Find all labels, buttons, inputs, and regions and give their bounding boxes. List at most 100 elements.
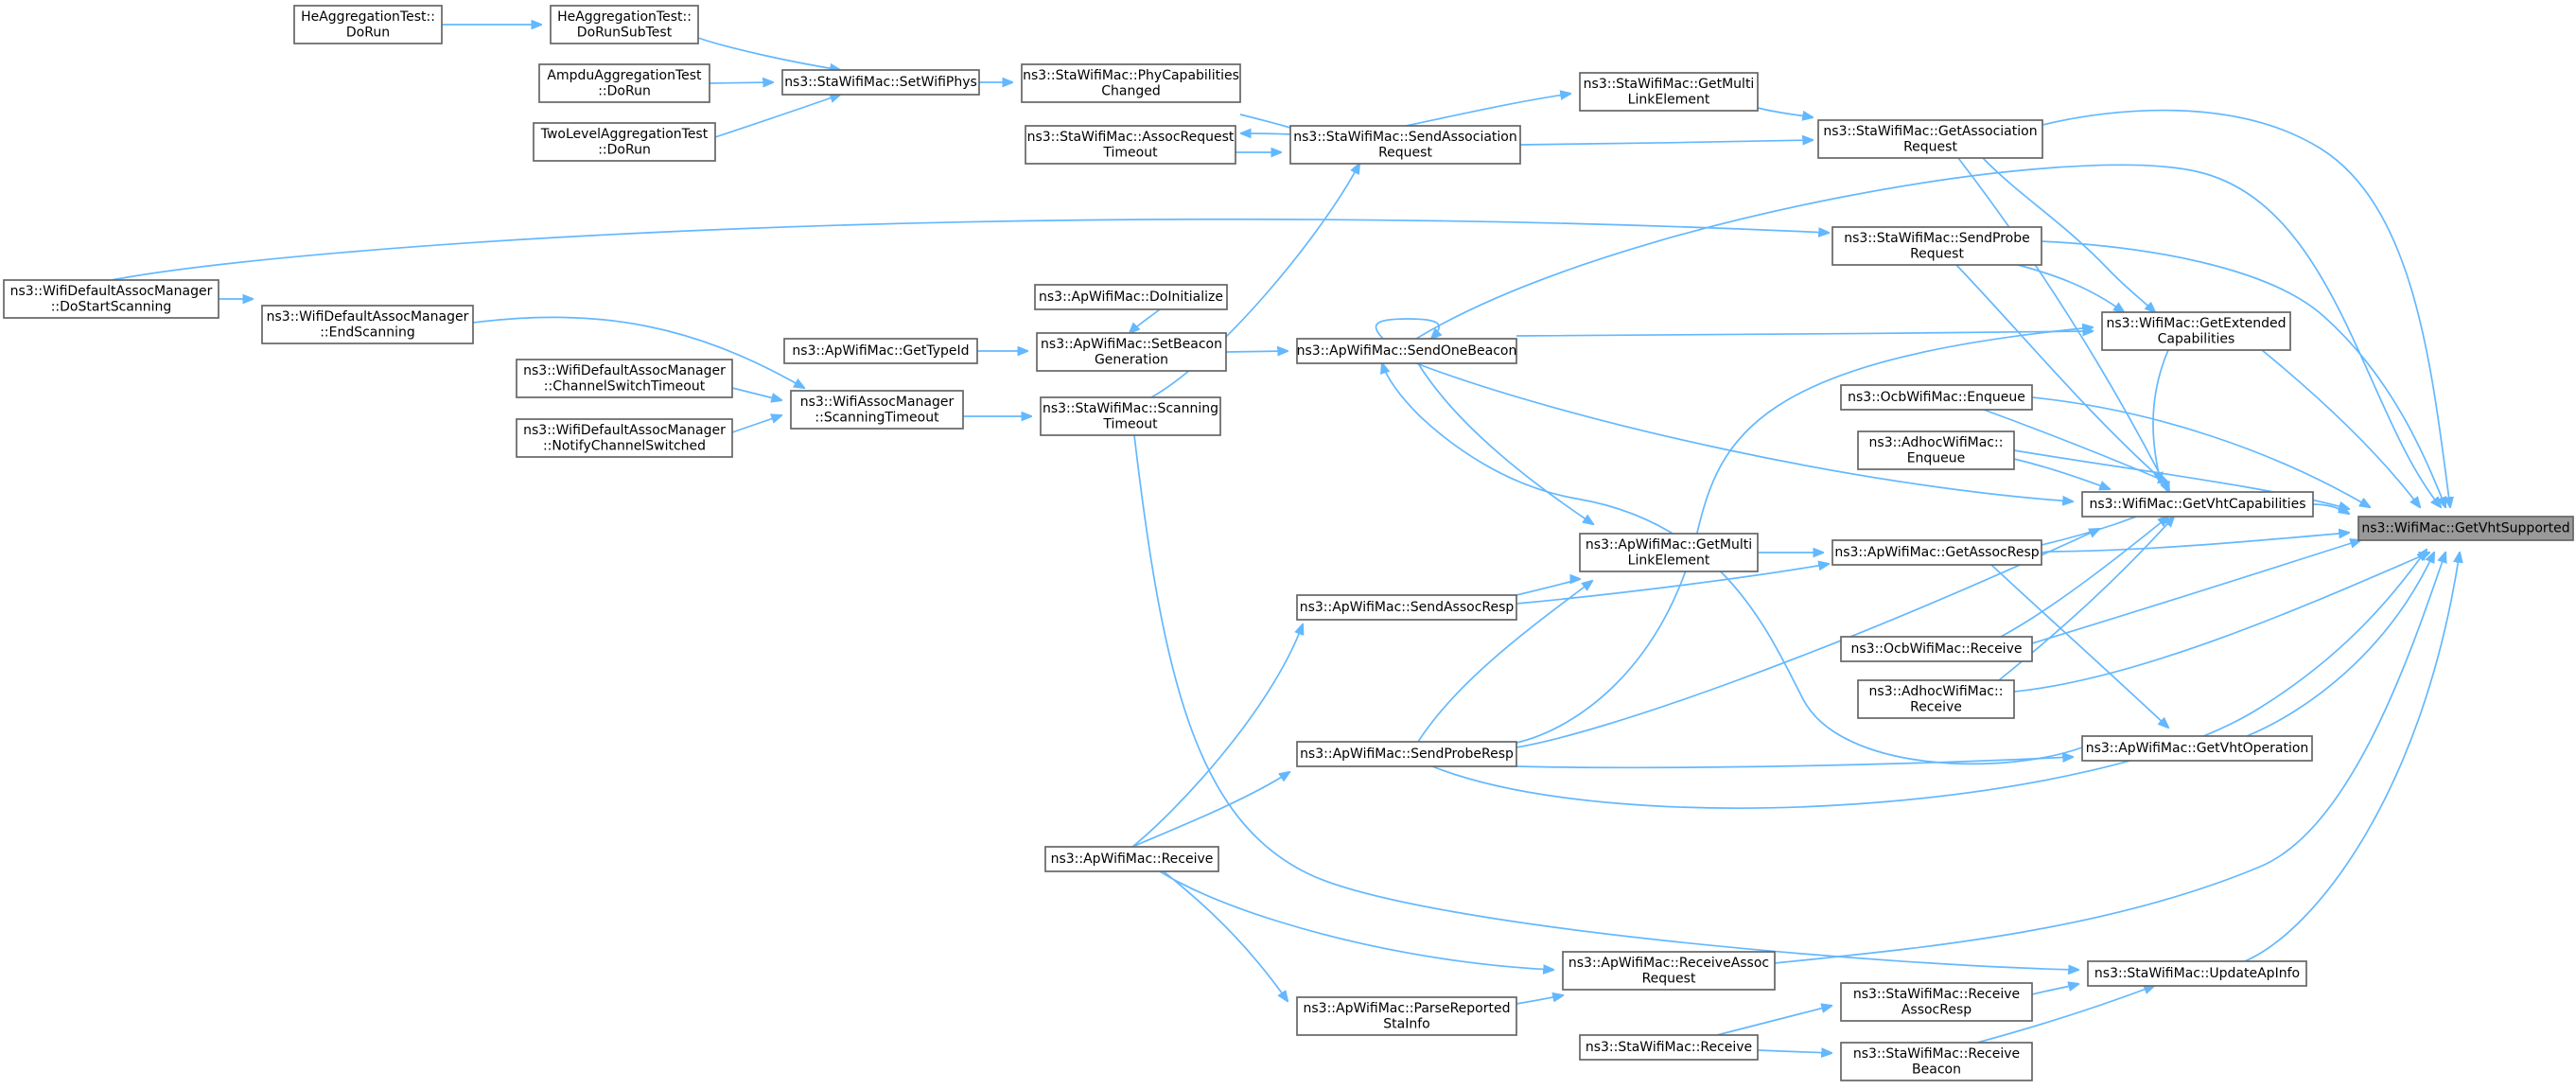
edge-line	[2042, 109, 2450, 507]
node-box	[781, 69, 980, 96]
edge-line	[2041, 533, 2349, 553]
node-apwifimac-gettypeid[interactable]: ns3::ApWifiMac::GetTypeId	[783, 338, 978, 364]
node-label: Request	[1903, 139, 1957, 154]
node-label: Enqueue	[1907, 450, 1966, 465]
edge-n9-to-n2	[1417, 581, 1592, 743]
node-label: ns3::WifiMac::GetVhtCapabilities	[2089, 497, 2305, 512]
node-box	[1840, 982, 2033, 1022]
edge-n38-to-n0	[2031, 540, 2360, 644]
node-twolevelaggregationtest-dorun[interactable]: TwoLevelAggregationTest::DoRun	[533, 122, 716, 162]
node-label: ns3::ApWifiMac::SendAssocResp	[1300, 600, 1515, 615]
node-label: ns3::StaWifiMac::AssocRequest	[1027, 130, 1235, 145]
edge-n34-to-n35	[2152, 349, 2169, 483]
edge-n5-to-n0	[1415, 164, 2441, 507]
node-label: ns3::ApWifiMac::GetAssocResp	[1834, 545, 2039, 560]
edge-n39-to-n0	[2013, 553, 2429, 693]
edge-line	[1417, 581, 1592, 743]
edge-line	[2244, 553, 2460, 962]
node-label: ns3::AdhocWifiMac::	[1869, 435, 2004, 450]
node-wifimac-getvhtcapabilities[interactable]: ns3::WifiMac::GetVhtCapabilities	[2081, 491, 2314, 518]
edge-n6-to-n5	[1225, 351, 1288, 352]
edge-line	[1133, 434, 2078, 970]
node-apwifimac-sendproberesp[interactable]: ns3::ApWifiMac::SendProbeResp	[1296, 741, 1517, 767]
node-apwifimac-getassocresp[interactable]: ns3::ApWifiMac::GetAssocResp	[1831, 539, 2042, 566]
node-box	[783, 338, 978, 364]
node-label: ::DoRun	[598, 83, 651, 98]
node-label: ns3::OcbWifiMac::Enqueue	[1848, 390, 2025, 405]
edge-n28-to-n0	[2040, 240, 2445, 507]
node-box	[538, 63, 710, 103]
node-label: ns3::AdhocWifiMac::	[1869, 684, 2004, 699]
node-stawifimac-updateapinfo[interactable]: ns3::StaWifiMac::UpdateApInfo	[2087, 960, 2307, 987]
edge-line	[2246, 553, 2434, 737]
edge-line	[1519, 140, 1813, 145]
node-box	[790, 390, 964, 430]
edge-n4-to-n3	[1131, 624, 1303, 848]
node-apwifimac-doinitialize[interactable]: ns3::ApWifiMac::DoInitialize	[1034, 284, 1228, 310]
node-label: ns3::StaWifiMac::SendAssociation	[1293, 130, 1516, 145]
node-box	[1579, 72, 1759, 112]
node-box	[1840, 636, 2033, 662]
node-wifimac-getvhtsupported[interactable]: ns3::WifiMac::GetVhtSupported	[2357, 516, 2574, 541]
node-wifidefaultassocmanager-notifychannelswitched[interactable]: ns3::WifiDefaultAssocManager::NotifyChan…	[516, 418, 733, 458]
node-adhocwifimac-receive[interactable]: ns3::AdhocWifiMac::Receive	[1857, 679, 2015, 719]
edge-line	[1516, 327, 2093, 744]
node-stawifimac-scanningtimeout[interactable]: ns3::StaWifiMac::ScanningTimeout	[1040, 396, 1221, 436]
edge-n18-to-n17	[697, 37, 840, 70]
node-ampduaggregationtest-dorun[interactable]: AmpduAggregationTest::DoRun	[538, 63, 710, 103]
node-ocbwifimac-receive[interactable]: ns3::OcbWifiMac::Receive	[1840, 636, 2033, 662]
node-wifidefaultassocmanager-dostartscanning[interactable]: ns3::WifiDefaultAssocManager::DoStartSca…	[3, 279, 219, 319]
edge-n4-to-n9	[1131, 772, 1289, 848]
node-apwifimac-sendonebeacon[interactable]: ns3::ApWifiMac::SendOneBeacon	[1296, 338, 1517, 364]
node-adhocwifimac-enqueue[interactable]: ns3::AdhocWifiMac::Enqueue	[1857, 430, 2015, 470]
node-label: LinkElement	[1628, 553, 1710, 568]
edge-n22-to-n14	[1150, 164, 1359, 398]
edge-n14-to-n15	[1241, 133, 1291, 134]
edge-n1-to-n0	[2041, 533, 2349, 553]
node-label: ns3::StaWifiMac::GetAssociation	[1823, 124, 2037, 139]
edge-n29-to-n0	[2246, 553, 2434, 737]
node-ocbwifimac-enqueue[interactable]: ns3::OcbWifiMac::Enqueue	[1840, 384, 2033, 411]
edge-n5-to-n35	[1415, 362, 2073, 501]
node-box	[1817, 119, 2043, 159]
node-label: Timeout	[1102, 145, 1158, 160]
node-wifiassocmanager-scanningtimeout[interactable]: ns3::WifiAssocManager::ScanningTimeout	[790, 390, 964, 430]
node-apwifimac-receive[interactable]: ns3::ApWifiMac::Receive	[1044, 846, 1219, 872]
edge-n38-to-n35	[2000, 517, 2168, 638]
node-stawifimac-setwifiphys[interactable]: ns3::StaWifiMac::SetWifiPhys	[781, 69, 980, 96]
edge-n36-to-n0	[2031, 396, 2370, 507]
node-box	[1579, 533, 1759, 572]
node-wifidefaultassocmanager-channelswitchtimeout[interactable]: ns3::WifiDefaultAssocManager::ChannelSwi…	[516, 359, 733, 398]
node-wifidefaultassocmanager-endscanning[interactable]: ns3::WifiDefaultAssocManager::EndScannin…	[261, 305, 474, 344]
node-apwifimac-getvhtoperation[interactable]: ns3::ApWifiMac::GetVhtOperation	[2081, 735, 2313, 762]
node-heaggregationtest-dorunsubtest[interactable]: HeAggregationTest::DoRunSubTest	[550, 5, 699, 44]
edge-line	[2000, 517, 2168, 638]
edge-line	[2013, 458, 2110, 489]
node-box	[1289, 125, 1521, 165]
node-apwifimac-sendassocresp[interactable]: ns3::ApWifiMac::SendAssocResp	[1296, 594, 1517, 621]
node-box	[1857, 679, 2015, 719]
node-box	[1562, 951, 1776, 991]
edge-n7-to-n6	[1130, 308, 1161, 333]
node-box	[516, 418, 733, 458]
node-stawifimac-receive[interactable]: ns3::StaWifiMac::Receive	[1579, 1034, 1759, 1061]
edge-line	[1982, 157, 2155, 312]
edge-line	[1516, 579, 1580, 596]
edge-line	[1716, 1006, 1831, 1036]
node-label: ns3::ApWifiMac::ReceiveAssoc	[1568, 956, 1769, 971]
node-box	[1840, 384, 2033, 411]
node-heaggregationtest-dorun[interactable]: HeAggregationTest::DoRun	[293, 5, 443, 44]
